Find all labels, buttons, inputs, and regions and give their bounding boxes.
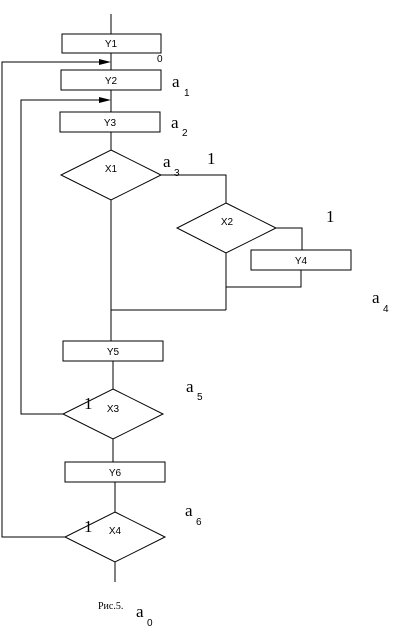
line-x4-loop [1,61,104,538]
state-mark-a5: a 5 [186,377,203,403]
state-sub: 0 [147,618,153,626]
state-mark-a4: a 4 [372,288,389,315]
state-mark-a2: a 2 [171,113,188,139]
decision-label: X1 [105,164,118,175]
block-y3: Y3 [59,111,161,133]
line-x1-yes [161,174,227,203]
arrow-to-y2 [99,59,111,65]
state-sub: 1 [184,88,190,99]
decision-label: X4 [109,526,122,537]
state-letter: a [172,72,180,91]
decision-label: X3 [107,404,120,415]
block-y1: Y1 [61,33,162,54]
state-mark-a0-top: 0 [157,54,163,65]
block-y2: Y2 [60,69,162,91]
line-x3-loop [20,99,104,415]
state-mark-a3: a 3 [163,152,180,179]
state-sub: 4 [383,304,389,315]
state-sub: 6 [196,517,202,528]
block-label: Y5 [107,347,120,358]
connectors [1,14,303,582]
state-mark-a6: a 6 [185,501,202,528]
branch-label-x2: 1 [326,207,335,226]
block-label: Y1 [105,39,118,50]
state-letter: a [186,377,194,396]
block-label: Y6 [109,468,122,479]
state-letter: a [136,602,144,621]
state-letter: a [163,152,171,171]
state-mark-a0-end: a 0 [136,602,153,626]
state-mark-a1: a 1 [172,72,190,99]
decision-x1: X1 [59,149,163,201]
block-label: Y3 [104,118,117,129]
state-letter: a [185,501,193,520]
arrow-to-y3 [99,97,111,103]
decision-x2: X2 [175,202,278,254]
state-sub: 3 [174,168,180,179]
block-y4: Y4 [250,249,352,271]
block-y5: Y5 [62,340,164,362]
figure-caption: Рис.5. [98,601,123,612]
line-y4-return [226,270,302,288]
state-letter: a [372,288,380,307]
state-sub: 2 [182,128,188,139]
branch-label-x1: 1 [207,149,216,168]
block-y6: Y6 [64,461,166,483]
state-sub: 5 [197,392,203,403]
block-label: Y4 [295,256,308,267]
decision-x3: X3 [61,388,165,440]
decision-x4: X4 [63,511,167,563]
state-letter: a [171,113,179,132]
decision-label: X2 [221,217,234,228]
branch-label-x4: 1 [84,517,93,536]
state-sub: 0 [157,54,163,65]
branch-label-x3: 1 [84,394,93,413]
block-label: Y2 [105,76,118,87]
line-x2-yes [276,227,303,250]
